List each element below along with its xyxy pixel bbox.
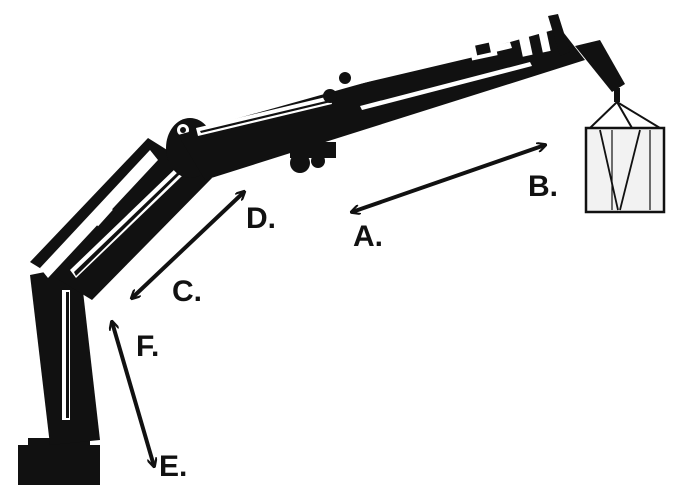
label-b: B. [528,170,558,203]
crane-base [18,438,100,485]
label-a: A. [353,220,383,253]
arrow-e-f [112,322,154,466]
suspended-load [584,101,666,214]
outer-boom [178,14,585,180]
label-f: F. [136,330,160,363]
arrow-a-b [352,145,545,212]
arrow-c-d [132,192,244,298]
label-e: E. [159,450,188,483]
label-d: D. [246,202,276,235]
boom-tip [575,40,625,102]
label-c: C. [172,275,202,308]
crane-column [30,265,100,445]
